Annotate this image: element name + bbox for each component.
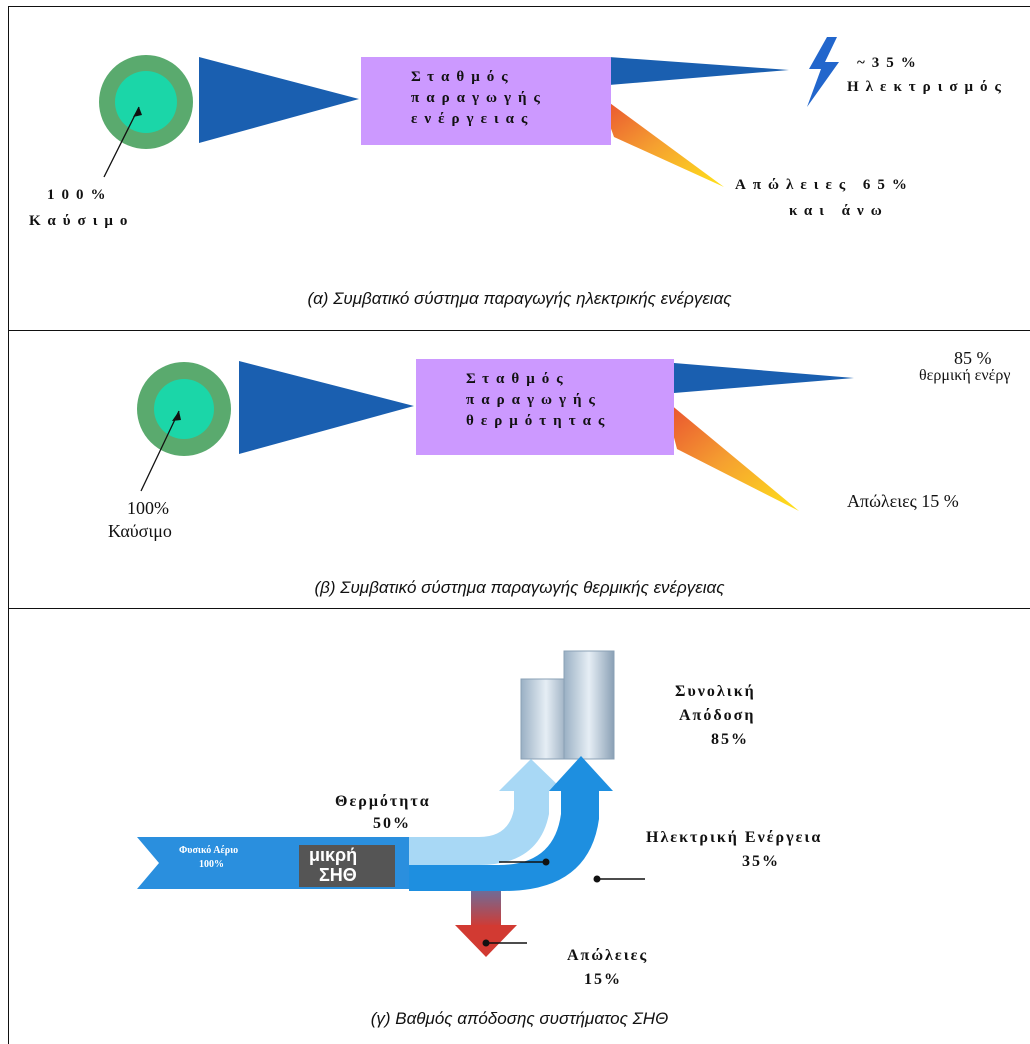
thermal-output-cone: [674, 363, 854, 393]
electricity-output-cone: [609, 57, 789, 85]
fuel-pct-a: 100%: [47, 187, 113, 203]
electricity-label-a: Ηλεκτρισμός: [847, 79, 1008, 95]
station-a-line2: παραγωγής: [411, 90, 547, 106]
losses-pct-c: 15%: [584, 971, 622, 988]
fuel-label-b: Καύσιμο: [108, 521, 172, 541]
losses-output-cone: [599, 95, 724, 187]
heat-arrow-body: [409, 789, 549, 865]
station-a-line3: ενέργειας: [411, 111, 535, 127]
losses-line1-a: Απώλειες 65%: [735, 177, 914, 193]
elec-pct: 35%: [742, 853, 780, 870]
fuel-input-cone: [199, 57, 359, 143]
fuel-circle-inner: [115, 71, 177, 133]
fuel-pointer-arrow-b: [140, 410, 180, 492]
chp-line1: μικρή: [309, 845, 358, 865]
station-a-line1: Σταθμός: [411, 69, 515, 85]
thermal-label-b: θερμική ενέργ: [919, 367, 1011, 384]
station-b-line2: παραγωγής: [466, 392, 602, 408]
losses-label-b: Απώλειες 15 %: [847, 491, 959, 511]
fuel-pointer-head: [133, 107, 142, 117]
heat-arrow-head: [499, 759, 564, 791]
heat-pct: 50%: [373, 815, 411, 832]
losses-output-cone-b: [664, 399, 799, 511]
panel-chp-efficiency: Φυσικό Αέριο 100% μικρή ΣΗΘ Θερμότητα 50…: [8, 608, 1030, 1044]
total-pct: 85%: [711, 731, 749, 748]
elec-label: Ηλεκτρική Ενέργεια: [646, 829, 823, 846]
diagram-b-graphics: [137, 361, 854, 511]
caption-a: (α) Συμβατικό σύστημα παραγωγής ηλεκτρικ…: [307, 289, 732, 308]
panel-conventional-electricity: Σταθμός παραγωγής ενέργειας 100% Καύσιμο…: [8, 6, 1030, 332]
heat-label: Θερμότητα: [335, 793, 431, 810]
fuel-circle-inner-b: [154, 379, 214, 439]
fuel-input-cone-b: [239, 361, 414, 454]
building-tower-left: [520, 678, 572, 760]
losses-line2-a: και άνω: [789, 203, 889, 219]
electricity-arrow-body: [409, 789, 599, 891]
fuel-pointer-arrow: [103, 106, 140, 178]
losses-pointer-dot: [482, 939, 490, 947]
heat-pointer-dot: [542, 858, 550, 866]
losses-label-c: Απώλειες: [567, 947, 649, 964]
thermal-pct-b: 85 %: [954, 348, 992, 368]
diagram-a-graphics: [99, 37, 839, 187]
station-box-a: Σταθμός παραγωγής ενέργειας: [361, 57, 611, 145]
lightning-icon: [807, 37, 839, 107]
electricity-arrow-head: [549, 756, 613, 791]
diagram-c-graphics: [137, 650, 645, 957]
station-box-b: Σταθμός παραγωγής θερμότητας: [416, 359, 674, 455]
panel-conventional-heat: Σταθμός παραγωγής θερμότητας 100% Καύσιμ…: [8, 330, 1030, 610]
building-tower-right: [563, 650, 615, 760]
station-b-line1: Σταθμός: [466, 371, 570, 387]
total-line2: Απόδοση: [679, 707, 756, 724]
station-b-line3: θερμότητας: [466, 413, 612, 429]
total-line1: Συνολική: [675, 683, 756, 700]
fuel-pointer-head-b: [172, 411, 181, 421]
fuel-label-a: Καύσιμο: [29, 213, 135, 229]
fuel-pct-b: 100%: [127, 498, 169, 518]
caption-c: (γ) Βαθμός απόδοσης συστήματος ΣΗΘ: [370, 1009, 669, 1028]
caption-b: (β) Συμβατικό σύστημα παραγωγής θερμικής…: [314, 578, 725, 597]
electricity-pct-a: ~35%: [857, 55, 923, 71]
gas-pct: 100%: [199, 859, 224, 870]
chp-box: [299, 845, 395, 887]
elec-pointer-dot: [593, 875, 601, 883]
chp-line2: ΣΗΘ: [319, 865, 357, 885]
gas-label: Φυσικό Αέριο: [179, 845, 239, 856]
